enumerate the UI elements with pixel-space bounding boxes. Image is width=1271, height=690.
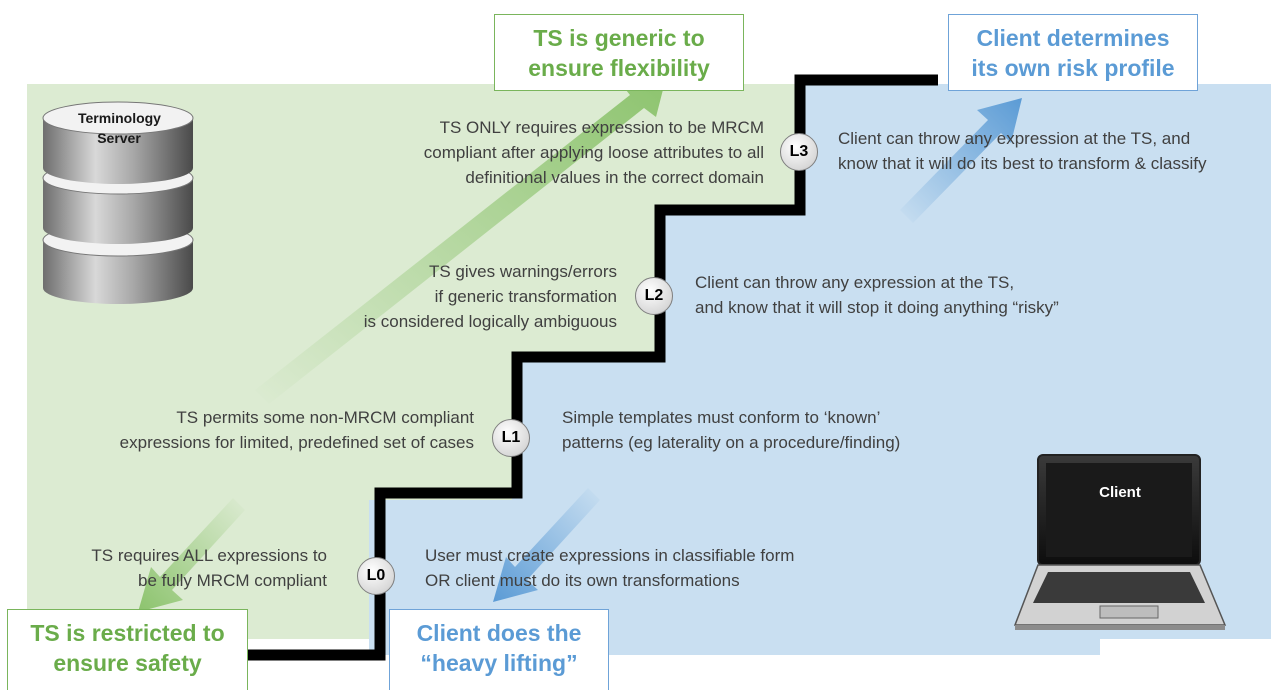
level-l1-ts-text: TS permits some non-MRCM compliant expre…: [119, 408, 474, 452]
callout-client-heavy: Client does the “heavy lifting”: [389, 609, 609, 690]
arrow-down-blue-icon: [493, 488, 600, 602]
level-l3-badge: L3: [780, 133, 818, 171]
client-region: [231, 84, 1271, 655]
level-l3-client-text: Client can throw any expression at the T…: [838, 129, 1207, 173]
client-label: Client: [1099, 484, 1141, 501]
callout-ts-restricted: TS is restricted to ensure safety: [7, 609, 248, 690]
level-l0-badge: L0: [357, 557, 395, 595]
server-label: Terminology Server: [78, 110, 161, 146]
level-l2-client-text: Client can throw any expression at the T…: [695, 273, 1059, 317]
callout-ts-generic: TS is generic to ensure flexibility: [494, 14, 744, 91]
laptop-icon: [1013, 454, 1227, 630]
level-l1-client-text: Simple templates must conform to ‘known’…: [562, 408, 901, 452]
level-l3-ts-text: TS ONLY requires expression to be MRCM c…: [423, 118, 764, 187]
level-l2-badge: L2: [635, 277, 673, 315]
level-l0-ts-text: TS requires ALL expressions to be fully …: [91, 546, 327, 590]
arrow-up-blue-icon: [900, 98, 1022, 223]
arrow-down-green-icon: [138, 498, 245, 612]
level-l1-badge: L1: [492, 419, 530, 457]
callout-client-risk: Client determines its own risk profile: [948, 14, 1198, 91]
level-l2-ts-text: TS gives warnings/errors if generic tran…: [363, 262, 617, 331]
arrow-up-green-icon: [255, 70, 668, 404]
level-l0-client-text: User must create expressions in classifi…: [425, 546, 795, 590]
database-icon: [42, 101, 194, 304]
